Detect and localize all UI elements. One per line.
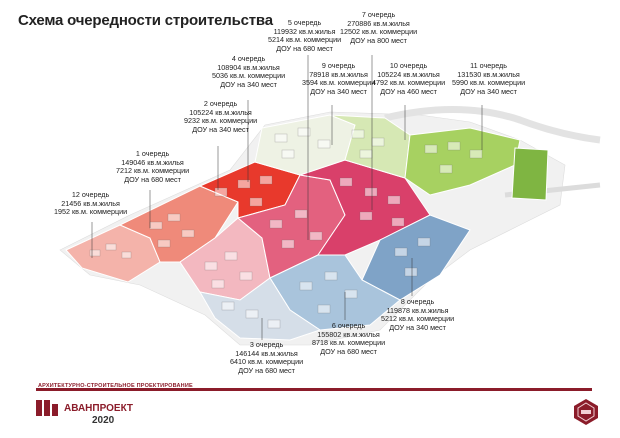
leader-lines (91, 55, 483, 340)
brand-year: 2020 (92, 415, 115, 426)
company-seal-icon (574, 399, 598, 425)
road (384, 106, 601, 144)
footer-subtitle: АРХИТЕКТУРНО-СТРОИТЕЛЬНОЕ ПРОЕКТИРОВАНИЕ (38, 383, 193, 389)
avanproekt-logo-icon (36, 400, 58, 416)
building-blocks (89, 127, 483, 329)
page-title: Схема очередности строительства (18, 12, 273, 29)
brand-name: АВАНПРОЕКТ (64, 403, 134, 414)
sports-field (511, 147, 549, 201)
zone-q3 (199, 277, 322, 341)
zone-q11 (404, 127, 521, 196)
footer-bar (0, 388, 620, 396)
